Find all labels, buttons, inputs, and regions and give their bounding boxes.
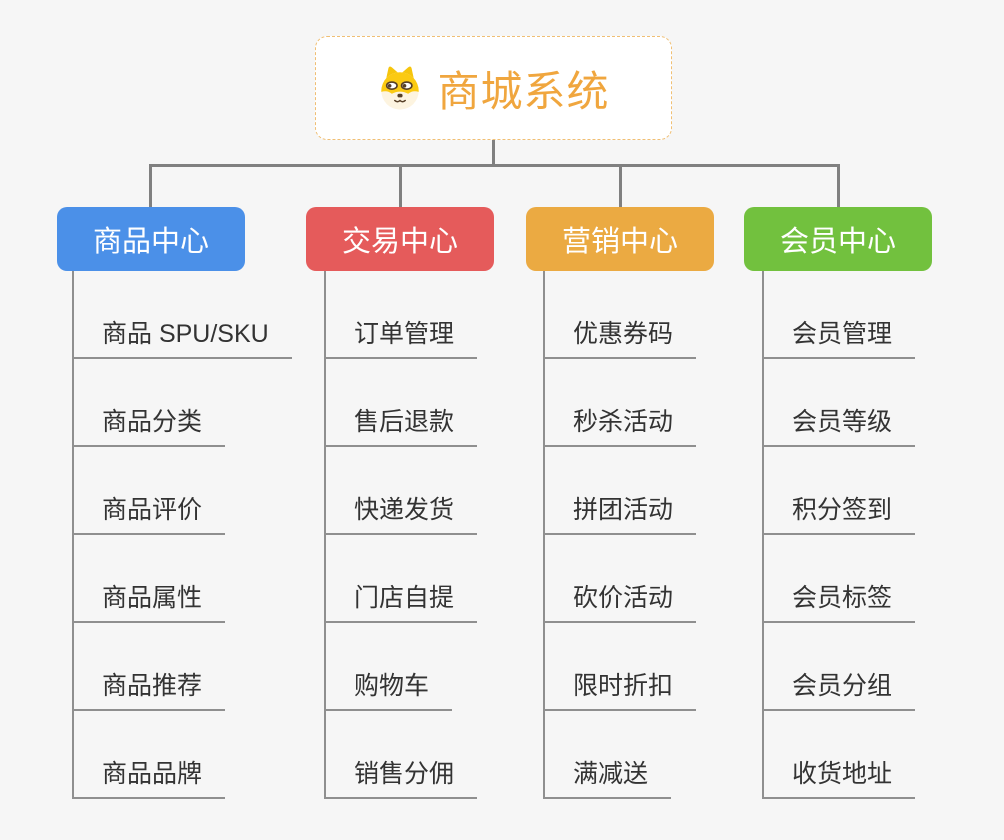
subtopic-item[interactable]: 商品 SPU/SKU [72,314,292,359]
trunk-line-product [72,271,74,799]
subtopic-item[interactable]: 会员分组 [762,666,916,711]
subtopic-item[interactable]: 售后退款 [324,402,478,447]
root-topic-title: 商城系统 [437,67,610,115]
root-topic-node[interactable]: 商城系统 [315,36,672,140]
subtopic-item[interactable]: 订单管理 [324,314,478,359]
subtopic-item[interactable]: 销售分佣 [324,754,478,799]
branch-label: 交易中心 [341,226,458,258]
subtopic-item[interactable]: 砍价活动 [543,578,697,623]
dog-face-icon [381,66,420,110]
subtopic-item[interactable]: 会员标签 [762,578,916,623]
subtopic-item[interactable]: 秒杀活动 [543,402,697,447]
connector-drop-product [149,164,152,207]
subtopic-item[interactable]: 快递发货 [324,490,478,535]
subtopic-item[interactable]: 商品属性 [72,578,226,623]
branch-node-product-center[interactable]: 商品中心 [57,207,245,271]
subtopic-item[interactable]: 门店自提 [324,578,478,623]
subtopic-item[interactable]: 拼团活动 [543,490,697,535]
subtopic-item[interactable]: 商品评价 [72,490,226,535]
branch-label: 会员中心 [779,226,896,258]
subtopic-item[interactable]: 限时折扣 [543,666,697,711]
subtopic-item[interactable]: 商品分类 [72,402,226,447]
branch-node-trade-center[interactable]: 交易中心 [306,207,494,271]
trunk-line-trade [324,271,326,799]
subtopic-item[interactable]: 购物车 [324,666,453,711]
subtopic-item[interactable]: 商品推荐 [72,666,226,711]
branch-connector-rail [149,164,840,167]
subtopic-item[interactable]: 会员等级 [762,402,916,447]
connector-drop-trade [399,164,402,207]
branch-label: 营销中心 [561,226,678,258]
subtopic-item[interactable]: 优惠券码 [543,314,697,359]
branch-node-marketing-center[interactable]: 营销中心 [526,207,714,271]
trunk-line-member [762,271,764,799]
subtopic-item[interactable]: 收货地址 [762,754,916,799]
trunk-line-marketing [543,271,545,799]
connector-drop-marketing [619,164,622,207]
root-connector-line [492,140,495,166]
subtopic-item[interactable]: 满减送 [543,754,672,799]
subtopic-item[interactable]: 商品品牌 [72,754,226,799]
subtopic-item[interactable]: 会员管理 [762,314,916,359]
branch-node-member-center[interactable]: 会员中心 [744,207,932,271]
subtopic-list-product: 商品 SPU/SKU 商品分类 商品评价 商品属性 商品推荐 商品品牌 [72,271,292,799]
connector-drop-member [837,164,840,207]
branch-label: 商品中心 [92,226,209,258]
subtopic-list-trade: 订单管理 售后退款 快递发货 门店自提 购物车 销售分佣 [324,271,478,799]
subtopic-list-marketing: 优惠券码 秒杀活动 拼团活动 砍价活动 限时折扣 满减送 [543,271,697,799]
subtopic-item[interactable]: 积分签到 [762,490,916,535]
subtopic-list-member: 会员管理 会员等级 积分签到 会员标签 会员分组 收货地址 [762,271,916,799]
